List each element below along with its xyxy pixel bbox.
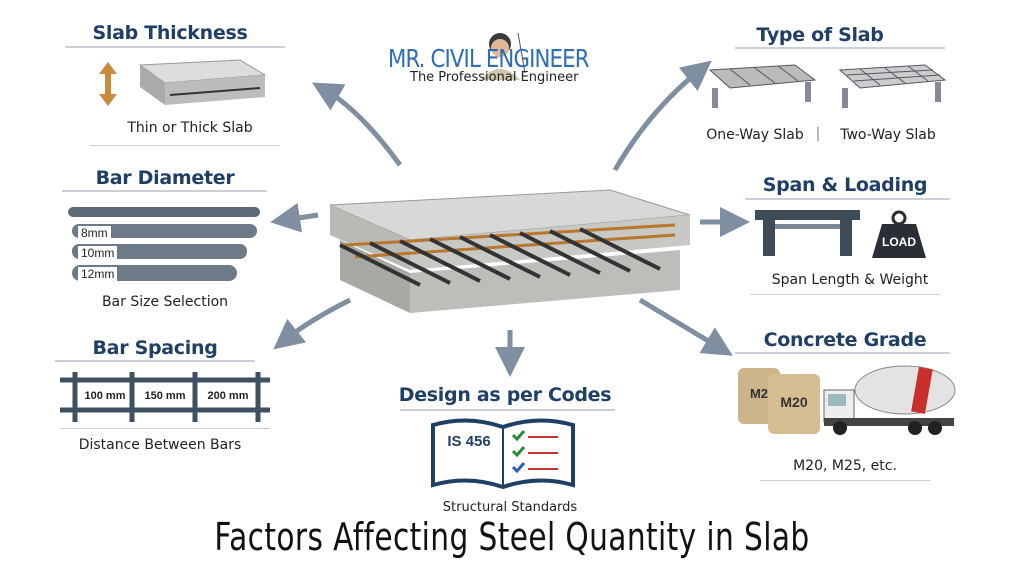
span-loading-caption: Span Length & Weight (771, 272, 929, 288)
bar-diameter-caption: Bar Size Selection (101, 294, 229, 310)
size-label: 10mm (78, 246, 118, 260)
one-way-slab-illustration (708, 64, 817, 108)
bag-label: M2 (749, 386, 769, 401)
divider (55, 360, 255, 362)
design-codes-heading: Design as per Codes (398, 384, 612, 406)
arrow-bar-diameter (270, 202, 319, 233)
concrete-grade-caption: M20, M25, etc. (793, 458, 897, 474)
size-label: 8mm (78, 226, 111, 240)
divider (750, 294, 940, 295)
concrete-grade-heading: Concrete Grade (763, 329, 927, 351)
divider (400, 409, 615, 411)
cement-bag-2: M20 (768, 374, 820, 434)
arrow-concrete-grade (638, 297, 733, 356)
rebar-8mm: 8mm (72, 224, 257, 240)
divider (735, 352, 950, 354)
bar-spacing-heading: Bar Spacing (92, 337, 218, 359)
code-book-icon (431, 418, 575, 490)
rebar-top (68, 207, 260, 217)
arrow-type-of-slab (612, 60, 712, 172)
book-label: IS 456 (447, 433, 491, 450)
engineer-avatar-icon (480, 32, 526, 80)
rebar-10mm: 10mm (72, 244, 247, 260)
slab-thickness-caption: Thin or Thick Slab (127, 120, 253, 136)
divider (745, 198, 950, 200)
two-way-slab-illustration (838, 64, 947, 108)
span-loading-heading: Span & Loading (762, 174, 928, 196)
separator: | (815, 126, 821, 142)
central-slab-illustration (329, 189, 691, 313)
logo-tagline: The Professional Engineer (410, 70, 579, 85)
spacing-150: 150 mm (144, 390, 186, 402)
spacing-200: 200 mm (207, 390, 249, 402)
design-codes-caption: Structural Standards (442, 500, 578, 515)
concrete-mixer-truck-icon (823, 365, 956, 435)
divider (60, 428, 270, 429)
slab-thickness-heading: Slab Thickness (92, 22, 248, 44)
size-label: 12mm (78, 267, 118, 281)
spacing-100: 100 mm (84, 390, 126, 402)
arrow-bar-spacing (273, 297, 352, 350)
two-way-slab-label: Two-Way Slab (840, 127, 936, 143)
divider (760, 480, 930, 481)
bag-label: M20 (780, 394, 808, 410)
load-label: LOAD (882, 235, 916, 249)
arrow-slab-thickness (311, 82, 403, 167)
logo-name: MR. CIVIL ENGINEER (388, 44, 589, 73)
beam-illustration (755, 210, 860, 256)
rebar-12mm: 12mm (72, 265, 237, 281)
divider (735, 47, 945, 49)
slab-thickness-illustration (138, 59, 267, 105)
divider (62, 190, 267, 192)
main-title: Factors Affecting Steel Quantity in Slab (214, 515, 810, 559)
bar-spacing-caption: Distance Between Bars (78, 437, 242, 453)
divider (90, 145, 280, 146)
divider (65, 46, 285, 48)
one-way-slab-label: One-Way Slab (706, 127, 804, 143)
load-weight-icon: LOAD (870, 210, 928, 260)
bar-diameter-heading: Bar Diameter (95, 167, 235, 189)
type-of-slab-heading: Type of Slab (756, 24, 884, 46)
bar-spacing-grid (60, 372, 270, 422)
double-arrow-icon (99, 62, 117, 106)
